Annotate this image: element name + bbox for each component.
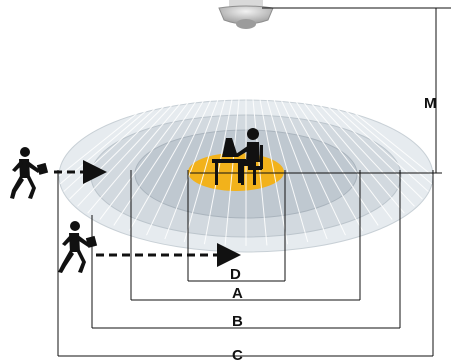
beam-ray	[245, 25, 423, 200]
beam-ray	[224, 25, 247, 246]
beam-ray	[87, 25, 247, 214]
beam-ray	[99, 25, 247, 220]
walking-person-icon-lower	[58, 221, 98, 273]
beam-ray	[59, 25, 247, 185]
beam-ray	[183, 25, 247, 243]
beam-ray	[113, 25, 247, 226]
label-m: M	[424, 95, 437, 112]
beam-ray	[245, 25, 433, 185]
beam-ray	[245, 25, 393, 220]
beam-ray	[245, 25, 429, 192]
label-c: C	[232, 347, 243, 362]
ceiling-sensor-icon	[218, 0, 274, 29]
beam-ray	[245, 25, 309, 243]
label-b: B	[232, 313, 243, 330]
beam-ray	[245, 25, 289, 245]
extension-lines	[57, 170, 434, 356]
beam-ray	[245, 25, 415, 207]
beam-ray	[245, 25, 379, 226]
beam-ray	[245, 25, 328, 240]
person-at-desk-icon	[212, 128, 263, 185]
beam-ray	[245, 25, 405, 214]
presence-zone	[188, 153, 284, 191]
dimension-lines	[58, 280, 433, 357]
beam-ray	[245, 25, 434, 177]
walking-person-icon-upper	[10, 147, 49, 199]
beam-ray	[146, 25, 247, 236]
beam-ray	[245, 25, 346, 236]
beam-ray	[128, 25, 247, 231]
beam-ray	[164, 25, 247, 240]
beam-ray	[58, 25, 247, 177]
beam-ray	[203, 25, 247, 245]
beam-ray	[245, 25, 364, 231]
label-d: D	[230, 266, 241, 283]
label-a: A	[232, 285, 243, 302]
